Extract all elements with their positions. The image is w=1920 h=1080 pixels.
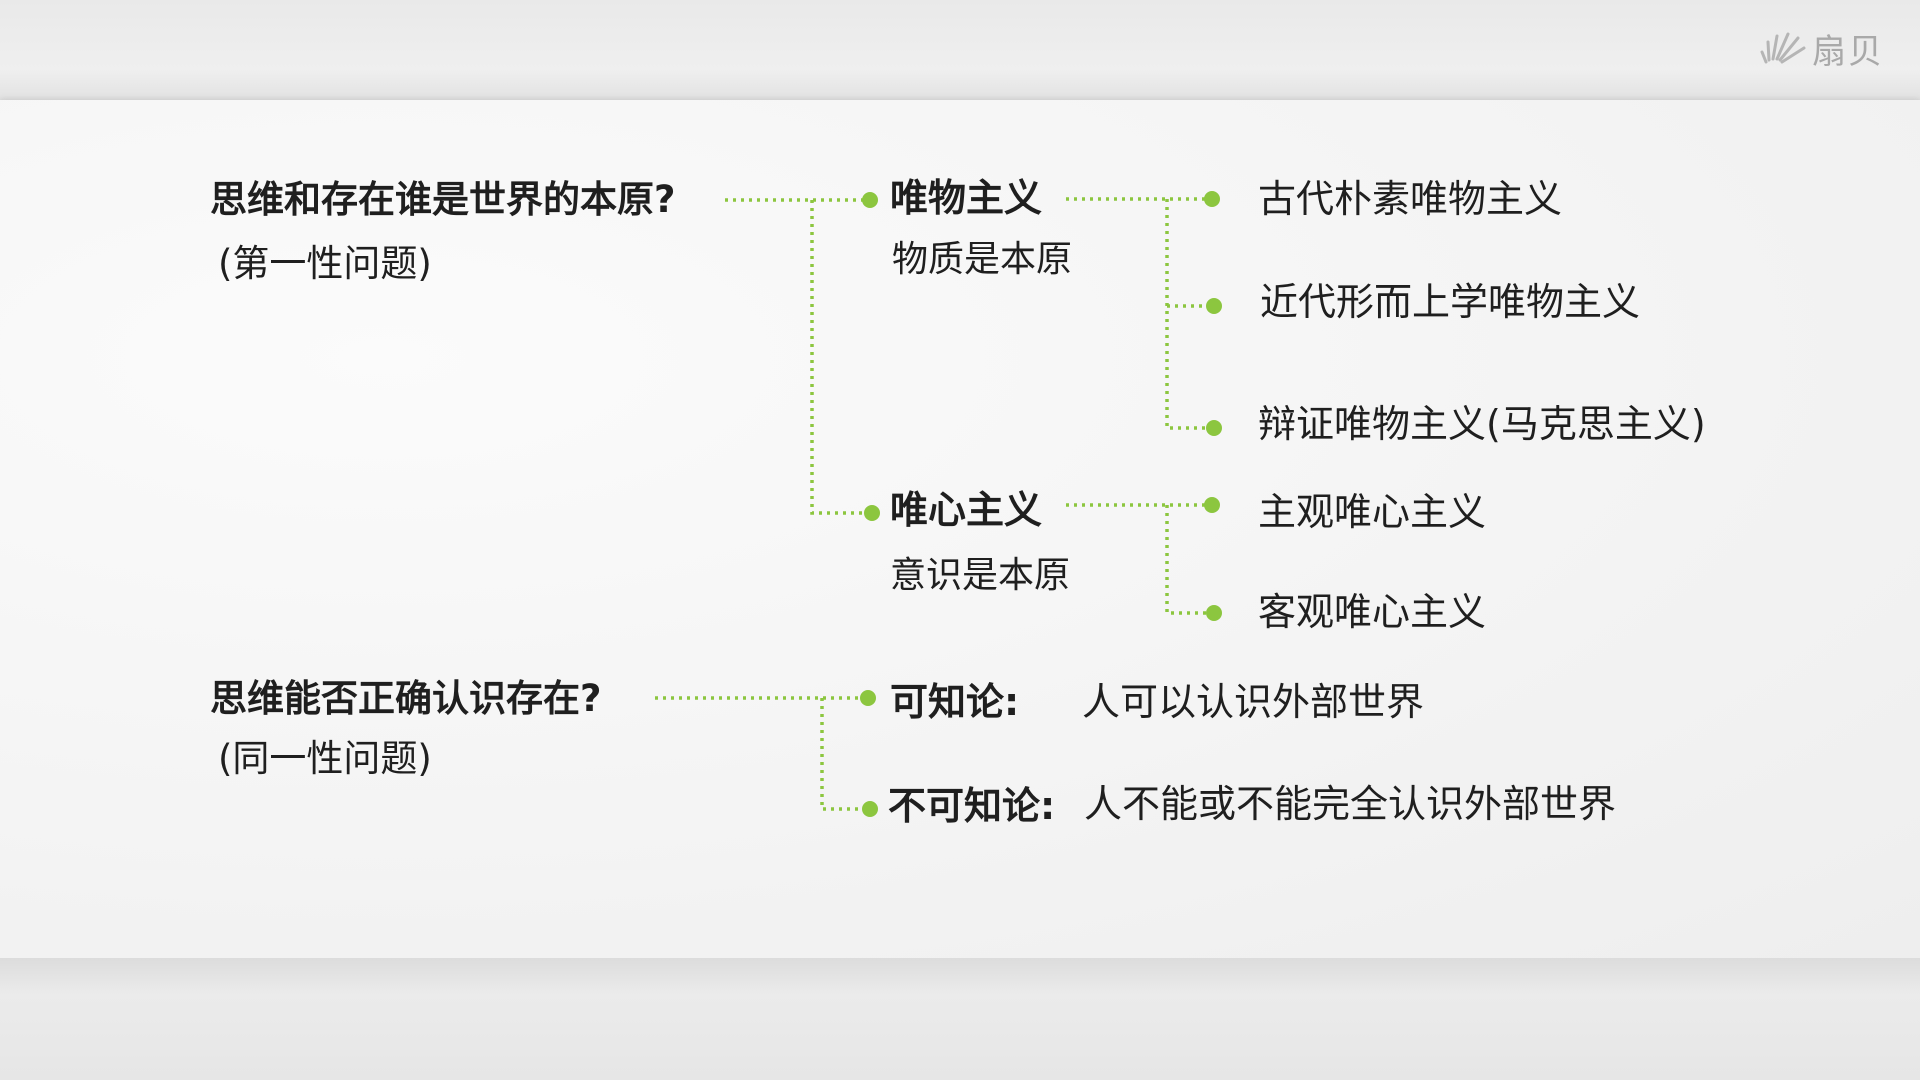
agnosticism-description: 人不能或不能完全认识外部世界 bbox=[1084, 782, 1617, 826]
top-band bbox=[0, 0, 1920, 100]
materialism-branch-ancient: 古代朴素唯物主义 bbox=[1258, 177, 1563, 221]
agnosticism-node: 不可知论: bbox=[888, 784, 1056, 828]
knowable-node: 可知论: bbox=[890, 680, 1020, 724]
shell-icon bbox=[1760, 32, 1806, 64]
question-1-label: (第一性问题) bbox=[218, 242, 432, 285]
question-2-label: (同一性问题) bbox=[218, 737, 432, 780]
paper-background bbox=[0, 100, 1920, 958]
connector-paths bbox=[655, 197, 1212, 811]
question-2: 思维能否正确认识存在? bbox=[210, 677, 602, 720]
materialism-node: 唯物主义 bbox=[890, 176, 1043, 220]
idealism-branch-objective: 客观唯心主义 bbox=[1258, 590, 1487, 634]
materialism-branch-dialectical: 辩证唯物主义(马克思主义) bbox=[1258, 402, 1706, 446]
materialism-subtitle: 物质是本原 bbox=[892, 239, 1073, 280]
idealism-node: 唯心主义 bbox=[890, 488, 1043, 532]
brand-logo: 扇贝 bbox=[1760, 24, 1884, 72]
bottom-band bbox=[0, 958, 1920, 1080]
idealism-subtitle: 意识是本原 bbox=[890, 555, 1071, 596]
brand-text: 扇贝 bbox=[1812, 31, 1884, 72]
knowable-description: 人可以认识外部世界 bbox=[1082, 680, 1425, 724]
question-1: 思维和存在谁是世界的本原? bbox=[210, 178, 676, 221]
connector-dots bbox=[860, 191, 1222, 817]
idealism-branch-subjective: 主观唯心主义 bbox=[1258, 490, 1487, 534]
materialism-branch-metaphysical: 近代形而上学唯物主义 bbox=[1260, 280, 1641, 324]
